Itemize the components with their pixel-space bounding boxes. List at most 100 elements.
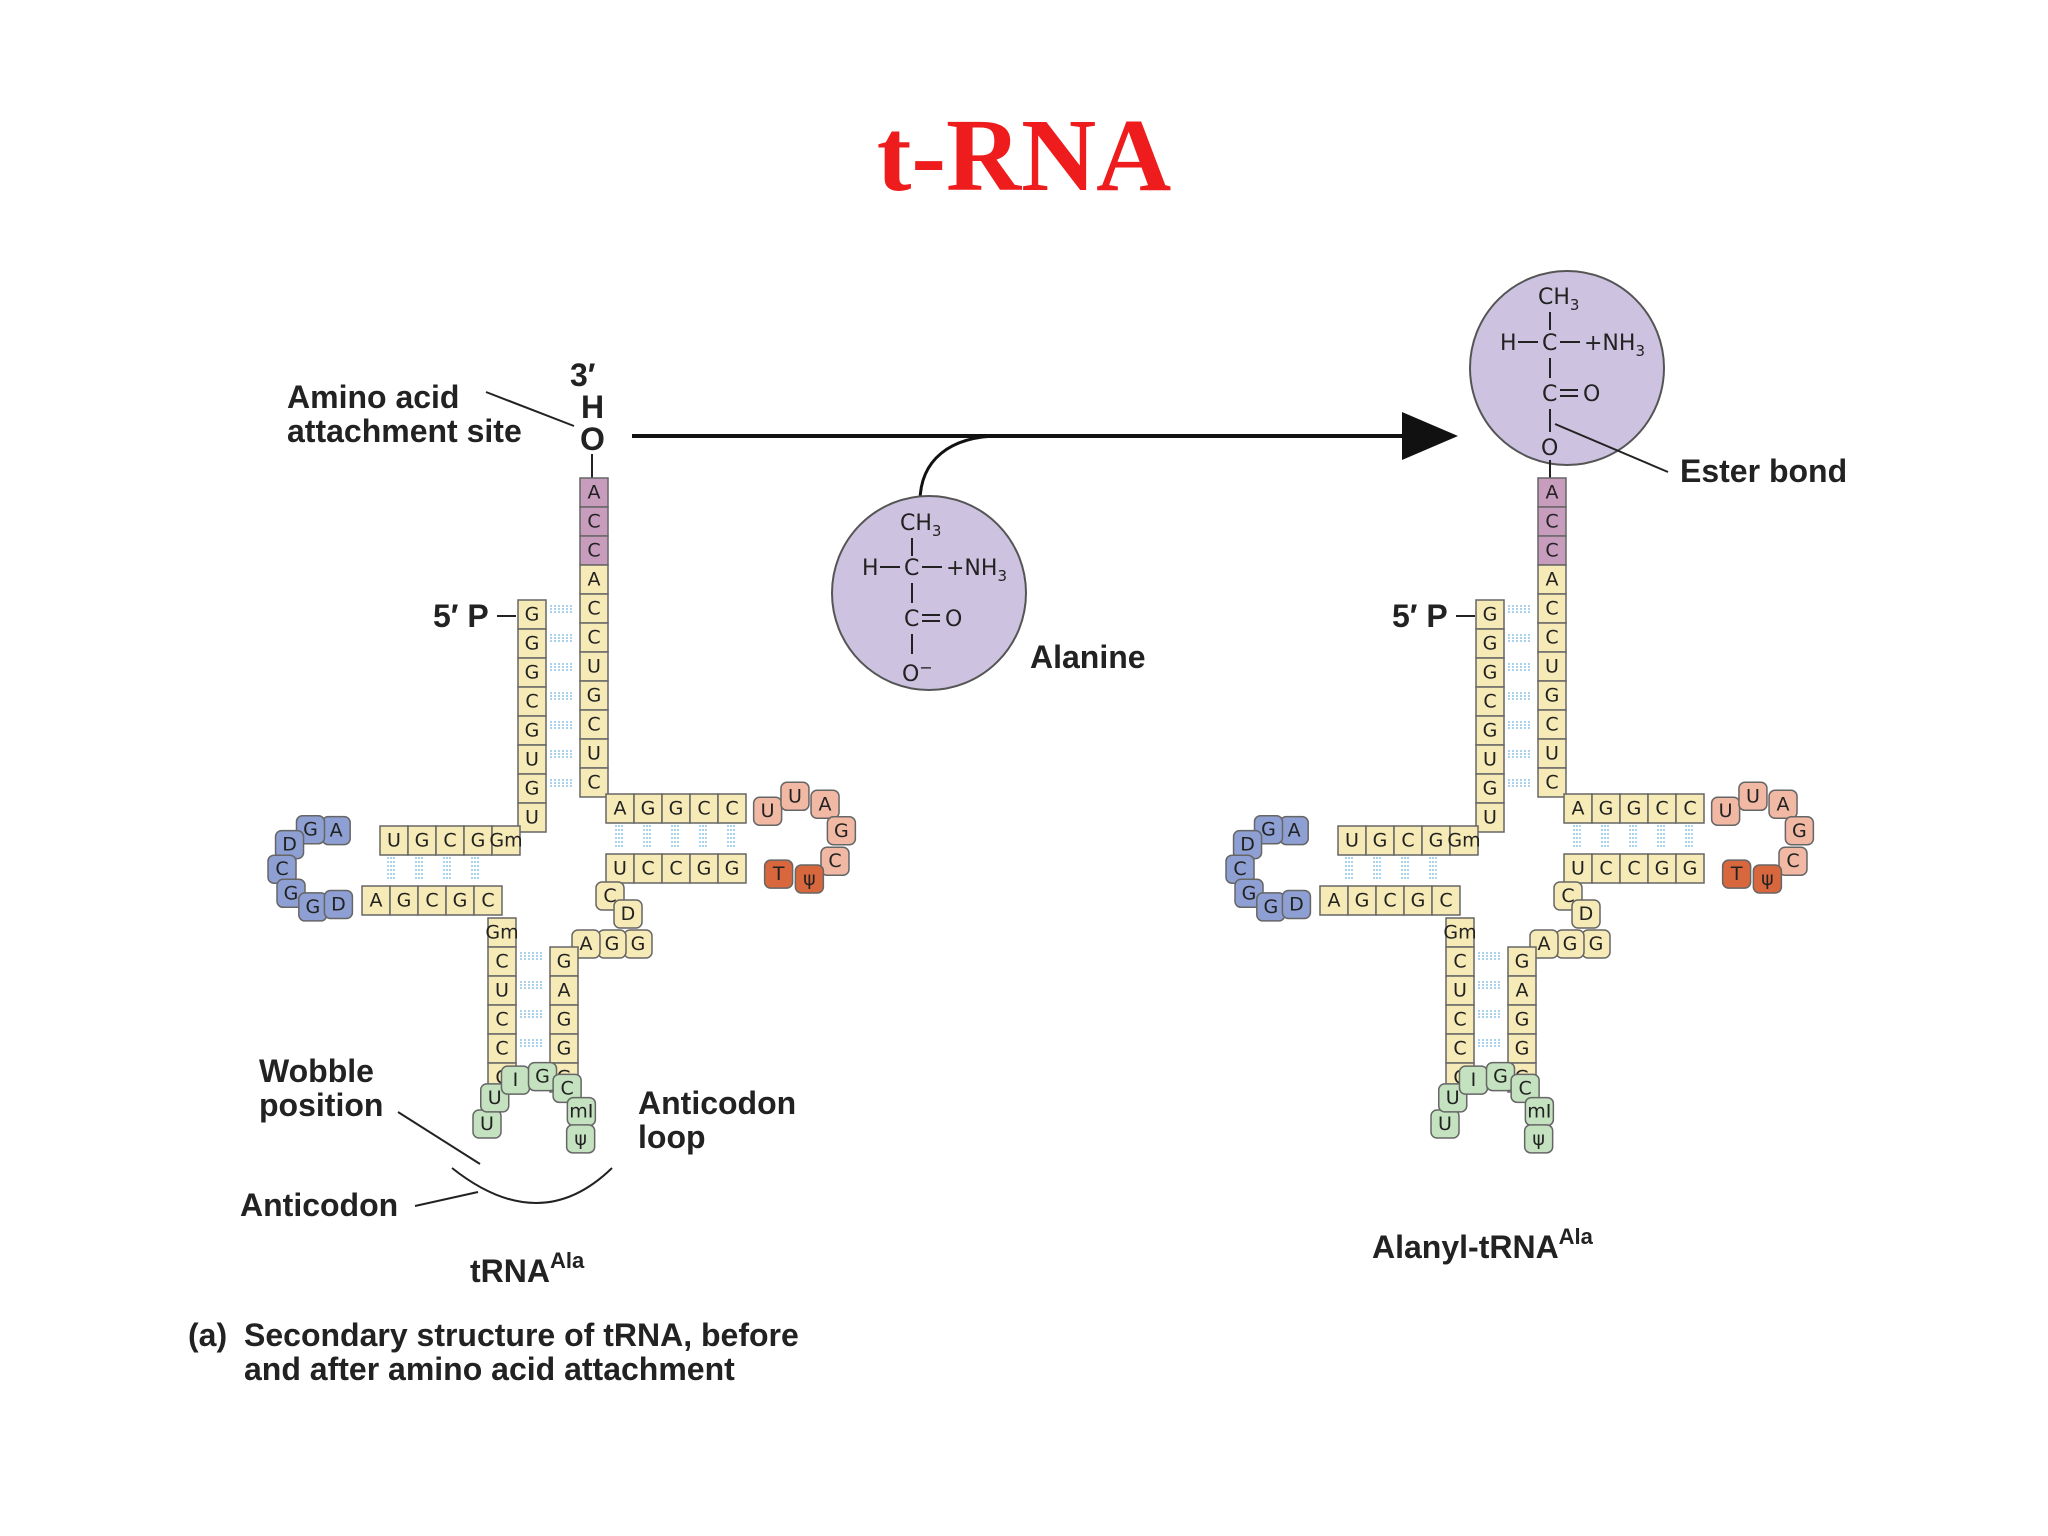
svg-text:A: A: [330, 820, 343, 842]
base-acceptor3-8: C: [1537, 709, 1567, 740]
base-dstem-top-2: C: [1393, 825, 1423, 856]
base-dstem-bottom-1: G: [389, 885, 419, 916]
svg-text:G: G: [1483, 662, 1498, 684]
five-prime-label-right: 5′ P: [1392, 598, 1448, 634]
svg-text:G: G: [1263, 896, 1278, 918]
base-acstem-right-1: A: [1507, 975, 1537, 1006]
svg-text:A: A: [588, 569, 601, 591]
base-dloop-0: A: [321, 815, 351, 846]
svg-text:C: C: [1518, 1077, 1531, 1099]
svg-text:G: G: [1599, 798, 1614, 820]
base-acceptor3-1: C: [579, 506, 609, 537]
base-variable-4: A: [571, 929, 601, 959]
svg-text:C: C: [495, 1009, 508, 1031]
base-dloop-5: G: [298, 892, 328, 922]
svg-text:C: C: [669, 858, 682, 880]
svg-text:G: G: [834, 820, 849, 842]
svg-text:C: C: [495, 951, 508, 973]
svg-text:A: A: [614, 798, 627, 820]
svg-text:G: G: [284, 882, 299, 904]
base-acstem-left-4: C: [1445, 1033, 1475, 1064]
svg-text:G: G: [1515, 1009, 1530, 1031]
base-tstem-bottom-3: G: [689, 853, 719, 884]
base-acceptor3-3: A: [1537, 564, 1567, 595]
base-acceptor5-3: C: [517, 686, 547, 717]
svg-text:A: A: [1546, 569, 1559, 591]
base-acceptor5-5: U: [517, 744, 547, 775]
base-acloop-6: ψ: [565, 1124, 596, 1154]
base-tloop-6: T: [1721, 859, 1752, 889]
ala-ch3: CH: [900, 511, 932, 536]
svg-text:C: C: [603, 885, 616, 907]
svg-text:A: A: [1777, 793, 1790, 815]
svg-text:I: I: [513, 1069, 519, 1091]
svg-text:Gm: Gm: [485, 922, 518, 944]
base-tloop-5: ψ: [1752, 864, 1783, 894]
base-tstem-top-4: C: [1675, 793, 1705, 824]
base-acstem-left-3: C: [1445, 1004, 1475, 1035]
svg-text:G: G: [1563, 933, 1578, 955]
svg-text:U: U: [1545, 656, 1559, 678]
ala-o-charge: −: [919, 658, 932, 677]
base-acstem-right-0: G: [1507, 946, 1537, 977]
svg-text:A: A: [558, 980, 571, 1002]
svg-text:C: C: [1545, 772, 1558, 794]
base-acloop-2: I: [500, 1065, 531, 1095]
base-tstem-top-1: G: [1591, 793, 1621, 824]
svg-text:A: A: [819, 793, 832, 815]
attached-alanine-circle: [1469, 270, 1665, 466]
base-tstem-bottom-0: U: [605, 853, 635, 884]
five-prime-label-left: 5′ P: [433, 598, 489, 634]
ala-nh3: +NH: [946, 556, 997, 581]
base-tloop-4: C: [1778, 846, 1808, 876]
base-tloop-4: C: [820, 846, 850, 876]
svg-text:C: C: [1561, 885, 1574, 907]
svg-text:A: A: [1538, 933, 1551, 955]
svg-text:mI: mI: [1527, 1101, 1551, 1123]
svg-text:C: C: [481, 890, 494, 912]
svg-text:G: G: [525, 720, 540, 742]
base-tstem-top-2: G: [661, 793, 691, 824]
base-tloop-1: U: [780, 781, 810, 812]
base-dstem-top-0: U: [379, 825, 409, 856]
svg-text:D: D: [331, 893, 346, 915]
svg-text:T: T: [1730, 863, 1743, 885]
svg-text:C: C: [828, 850, 841, 872]
svg-text:C: C: [1483, 691, 1496, 713]
svg-text:U: U: [587, 743, 601, 765]
caption-line-1: Secondary structure of tRNA, before: [244, 1317, 799, 1353]
base-acceptor3-9: U: [1537, 738, 1567, 769]
svg-text:G: G: [1545, 685, 1560, 707]
base-acceptor5-7: U: [1475, 802, 1505, 833]
svg-text:C: C: [1545, 714, 1558, 736]
base-acstem-left-2: U: [1445, 975, 1475, 1006]
svg-text:C: C: [1453, 951, 1466, 973]
trna-name: tRNA: [470, 1253, 550, 1289]
svg-text:G: G: [525, 778, 540, 800]
svg-text:Gm: Gm: [489, 830, 522, 852]
svg-text:U: U: [1571, 858, 1585, 880]
base-dstem-top-2: C: [435, 825, 465, 856]
base-acceptor3-2: C: [579, 535, 609, 566]
svg-text:C: C: [1545, 540, 1558, 562]
base-acceptor3-2: C: [1537, 535, 1567, 566]
svg-text:G: G: [1483, 633, 1498, 655]
ala-o-double: O: [945, 607, 962, 632]
svg-text:Gm: Gm: [1447, 830, 1480, 852]
base-acceptor5-6: G: [1475, 773, 1505, 804]
base-dstem-top-4: Gm: [489, 825, 523, 856]
base-acceptor3-1: C: [1537, 506, 1567, 537]
base-acceptor3-6: U: [579, 651, 609, 682]
att-nh3: +NH: [1584, 331, 1635, 356]
base-acceptor5-3: C: [1475, 686, 1505, 717]
svg-text:G: G: [1792, 820, 1807, 842]
base-acstem-left-1: C: [1445, 946, 1475, 977]
svg-text:G: G: [725, 858, 740, 880]
base-dstem-top-1: G: [1365, 825, 1395, 856]
base-variable-3: G: [1555, 929, 1585, 959]
base-tstem-top-2: G: [1619, 793, 1649, 824]
base-acceptor3-9: U: [579, 738, 609, 769]
svg-text:T: T: [772, 863, 785, 885]
svg-text:D: D: [1579, 903, 1594, 925]
